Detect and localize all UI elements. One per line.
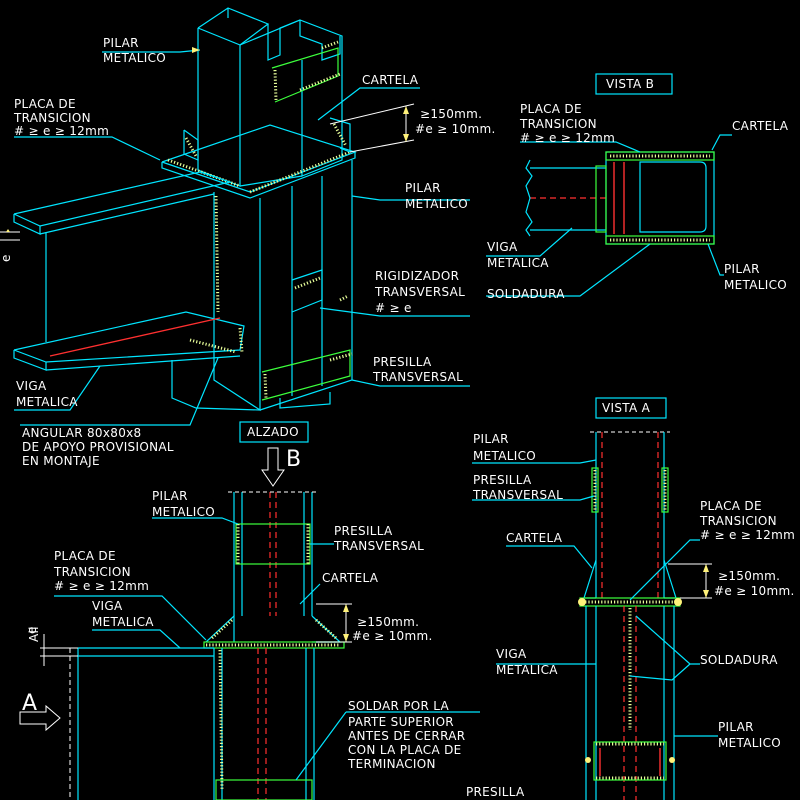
alzado-title: ALZADO [247,425,299,439]
label-nota: PARTE SUPERIOR [348,715,454,729]
label-placa: TRANSICION [699,514,777,528]
label-angular: DE APOYO PROVISIONAL [22,440,174,454]
label-pilar-top: METALICO [473,449,536,463]
label-rigidizador: RIGIDIZADOR [375,269,459,283]
vista-a-title: VISTA A [602,401,651,415]
label-placa: # ≥ e ≥ 12mm [14,124,109,138]
label-viga: VIGA [16,379,47,393]
label-pilar: PILAR [152,489,188,503]
alzado-title-box [239,421,309,443]
label-nota: SOLDAR POR LA [348,699,450,713]
dim-label: ≥150mm. [357,615,419,629]
label-presilla: TRANSVERSAL [333,539,424,553]
dim-label: #e ≥ 10mm. [352,629,433,643]
isometric-view: e ≥150mm. #e ≥ 10mm. PILAR METALICO CART… [0,7,496,468]
arrow-b-icon [261,447,285,487]
label-placa: PLACA DE [700,499,762,513]
label-viga: METALICA [487,256,549,270]
dim-label: ≥150mm. [718,569,780,583]
e-label: All [27,626,41,642]
label-placa: PLACA DE [14,97,76,111]
vista-b-title-box [595,73,673,95]
vista-b-title: VISTA B [606,77,654,91]
dim-label: #e ≥ 10mm. [415,122,496,136]
label-presilla: TRANSVERSAL [372,370,463,384]
label-pilar: METALICO [724,278,787,292]
label-placa: # ≥ e ≥ 12mm [520,131,615,145]
label-viga: VIGA [92,599,123,613]
label-pilar-right: METALICO [405,197,468,211]
label-cartela: CARTELA [322,571,379,585]
label-presilla: PRESILLA [334,524,393,538]
e-label: e [0,254,13,262]
label-angular: ANGULAR 80x80x8 [22,426,141,440]
label-placa: PLACA DE [54,549,116,563]
alzado: ALZADO B [19,421,480,800]
label-nota: ANTES DE CERRAR [348,729,465,743]
label-viga: METALICA [496,663,558,677]
vista-a-title-box [595,397,667,419]
label-presilla-bottom: PRESILLA [466,785,525,799]
label-pilar-bottom: METALICO [718,736,781,750]
label-pilar-top: PILAR [473,432,509,446]
dim-label: ≥150mm. [420,107,482,121]
e-label: e [25,626,39,634]
label-viga: VIGA [496,647,527,661]
label-placa: PLACA DE [520,102,582,116]
label-pilar-top: METALICO [103,51,166,65]
arrow-b-label: B [286,447,301,472]
label-nota: TERMINACION [347,757,436,771]
e-dimension: e [0,229,20,262]
vista-b: VISTA B PLACA DE TRANSICION # ≥ e ≥ 12mm… [486,73,789,301]
label-cartela: CARTELA [362,73,419,87]
transition-plate [161,117,357,199]
label-placa: # ≥ e ≥ 12mm [54,579,149,593]
label-pilar: METALICO [152,505,215,519]
label-pilar-right: PILAR [405,181,441,195]
iso-leaders [14,47,470,426]
label-soldadura: SOLDADURA [700,653,778,667]
label-rigidizador: TRANSVERSAL [374,285,465,299]
label-rigidizador: # ≥ e [375,301,412,315]
label-presilla-top: TRANSVERSAL [472,488,563,502]
label-pilar-top: PILAR [103,36,139,50]
arrow-a-icon [19,704,61,732]
vista-a: VISTA A [466,397,795,800]
label-viga: METALICA [16,395,78,409]
label-cartela: CARTELA [506,531,563,545]
dim-150-iso: ≥150mm. #e ≥ 10mm. [329,103,496,153]
beam [13,171,331,411]
dim-label: #e ≥ 10mm. [714,584,795,598]
label-presilla-top: PRESILLA [473,473,532,487]
label-viga: VIGA [487,240,518,254]
label-viga: METALICA [92,615,154,629]
label-pilar: PILAR [724,262,760,276]
label-pilar-bottom: PILAR [718,720,754,734]
lower-column [213,160,353,412]
label-angular: EN MONTAJE [22,454,100,468]
label-placa: TRANSICION [53,565,131,579]
label-placa: TRANSICION [13,111,91,125]
label-cartela: CARTELA [732,119,789,133]
upper-column [197,7,343,187]
label-soldadura: SOLDADURA [487,287,565,301]
label-placa: TRANSICION [519,117,597,131]
arrow-a-label: A [22,691,37,716]
label-presilla: PRESILLA [373,355,432,369]
label-nota: CON LA PLACA DE [348,743,462,757]
label-placa: # ≥ e ≥ 12mm [700,528,795,542]
